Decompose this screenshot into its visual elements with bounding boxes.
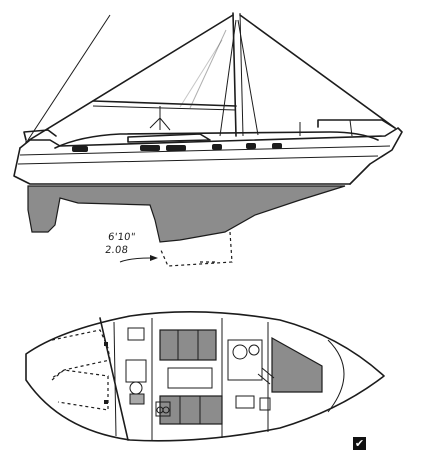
forestay: [25, 14, 234, 143]
portlight: [246, 143, 256, 149]
boom: [92, 100, 237, 107]
waterline: [13, 147, 351, 185]
table: [167, 367, 213, 389]
sheer-line: [19, 127, 403, 185]
keel-extension: [159, 231, 233, 267]
port-settee: [159, 329, 217, 361]
underbody: [27, 185, 346, 243]
hull-outline: [25, 311, 385, 442]
deckhouse: [54, 131, 379, 149]
draft-meters-label: 2.08: [104, 245, 129, 256]
jib-luff: [27, 14, 111, 141]
portlight: [166, 145, 186, 151]
portlight: [72, 146, 88, 152]
hull-profile: [13, 127, 403, 267]
v-berth: [51, 329, 111, 379]
checkbox-icon[interactable]: ✔: [353, 437, 366, 450]
starboard-settee: [159, 395, 223, 425]
draft-feet-label: 6'10": [107, 232, 137, 243]
mast: [232, 12, 237, 137]
bulkhead: [99, 317, 129, 441]
head: [127, 327, 145, 341]
portlight: [272, 143, 282, 149]
portlight: [212, 144, 222, 150]
portlight: [140, 145, 160, 151]
chart-table: [227, 339, 263, 381]
backstay: [239, 14, 396, 129]
aft-cabin: [271, 336, 323, 393]
interior-plan: [25, 311, 385, 442]
sail-plan: [25, 12, 396, 143]
